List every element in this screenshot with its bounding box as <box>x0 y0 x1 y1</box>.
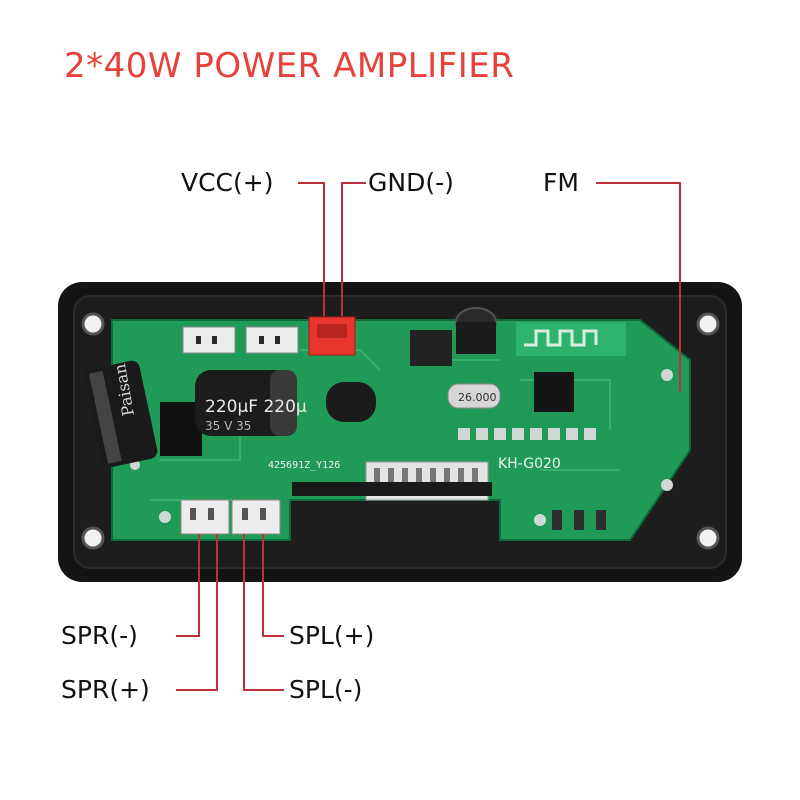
crystal-oscillator: 26.000 <box>447 383 501 409</box>
power-connector <box>308 316 356 356</box>
mount-hole-icon <box>696 526 720 550</box>
capacitor-mid-label: 220μF 220μ <box>205 397 307 417</box>
small-capacitor <box>326 382 376 422</box>
pin-header <box>458 428 596 440</box>
mount-hole-icon <box>81 526 105 550</box>
display-connector <box>292 461 492 501</box>
serial-label: 425691Z_Y126 <box>268 460 340 471</box>
mid-capacitor: 220μF 220μ 35 V 35 <box>195 370 307 436</box>
leader-lines <box>176 182 681 691</box>
speaker-connectors <box>180 499 281 535</box>
spr-minus-label: SPR(-) <box>61 621 138 650</box>
antenna <box>516 322 626 356</box>
spr-plus-label: SPR(+) <box>61 675 150 704</box>
aux-connectors <box>182 326 299 354</box>
inductor <box>410 330 452 366</box>
gnd-label: GND(-) <box>368 168 454 197</box>
svg-text:26.000: 26.000 <box>458 391 497 404</box>
smd-components <box>552 510 606 530</box>
spl-plus-label: SPL(+) <box>289 621 375 650</box>
fm-label: FM <box>543 168 579 197</box>
svg-text:35 V 35: 35 V 35 <box>205 419 251 433</box>
mount-hole-icon <box>81 312 105 336</box>
model-label: KH-G020 <box>498 456 561 472</box>
page-title: 2*40W POWER AMPLIFIER <box>64 46 515 86</box>
large-capacitor: Paisan <box>84 360 158 468</box>
bluetooth-chip <box>534 372 574 412</box>
mount-hole-icon <box>696 312 720 336</box>
vcc-label: VCC(+) <box>181 168 274 197</box>
spl-minus-label: SPL(-) <box>289 675 363 704</box>
